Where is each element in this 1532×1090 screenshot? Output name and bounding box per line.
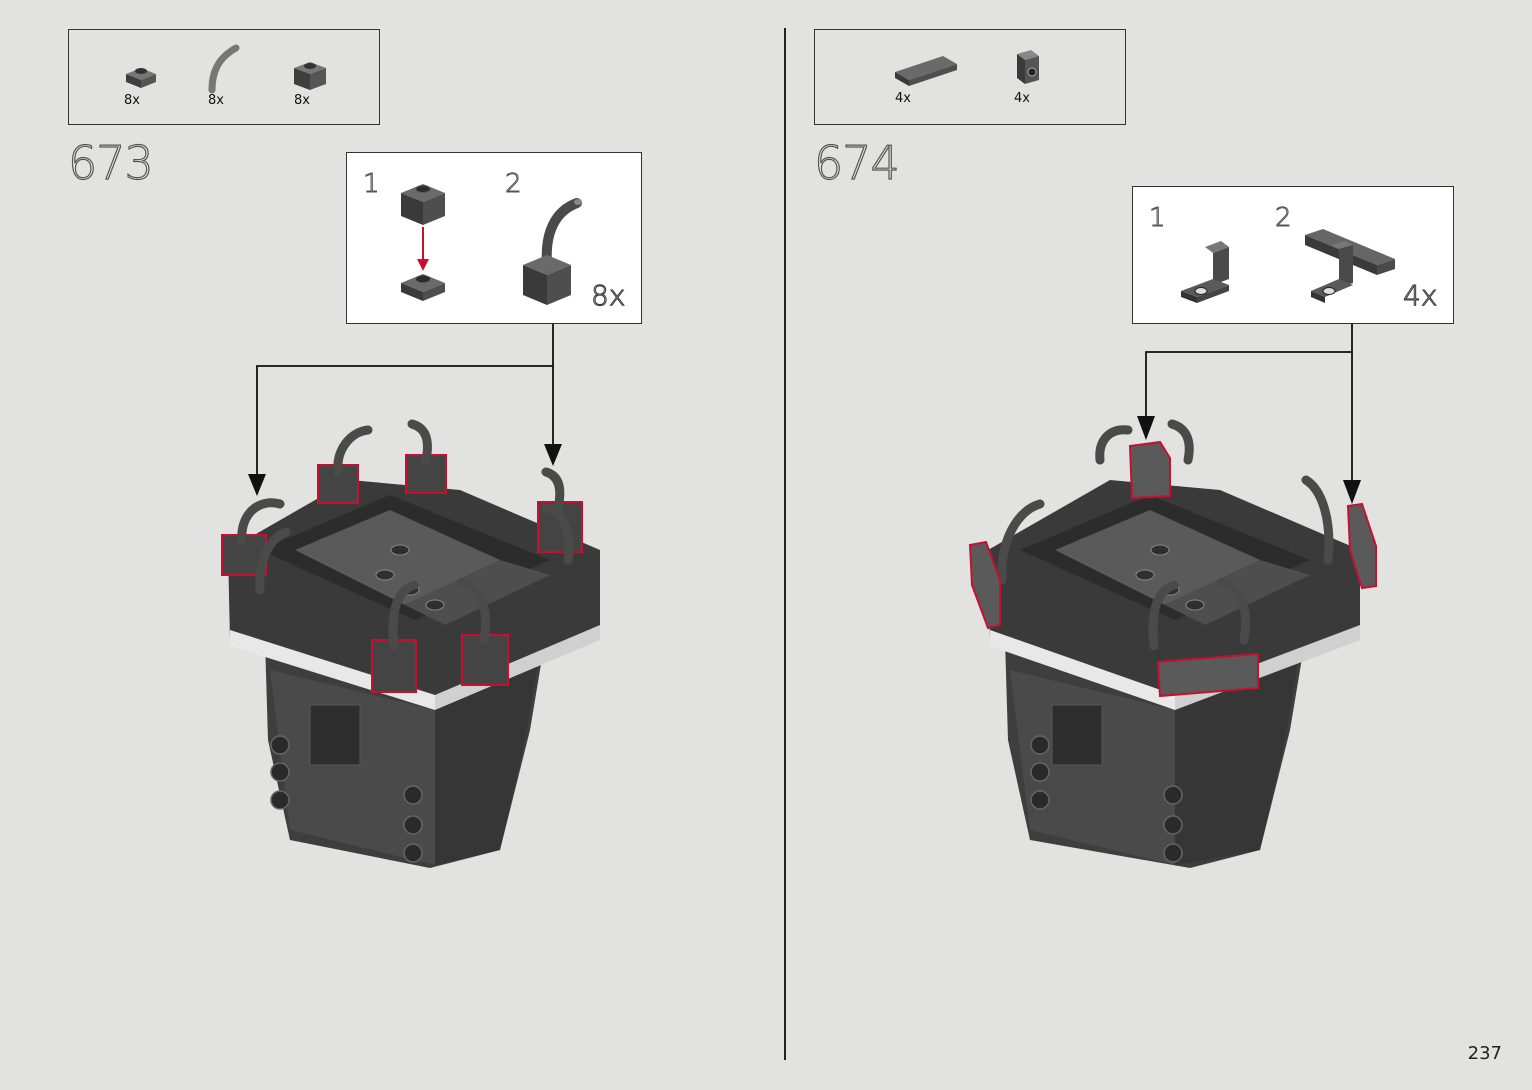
page-number: 237 (1468, 1043, 1502, 1064)
model-674 (960, 410, 1390, 880)
